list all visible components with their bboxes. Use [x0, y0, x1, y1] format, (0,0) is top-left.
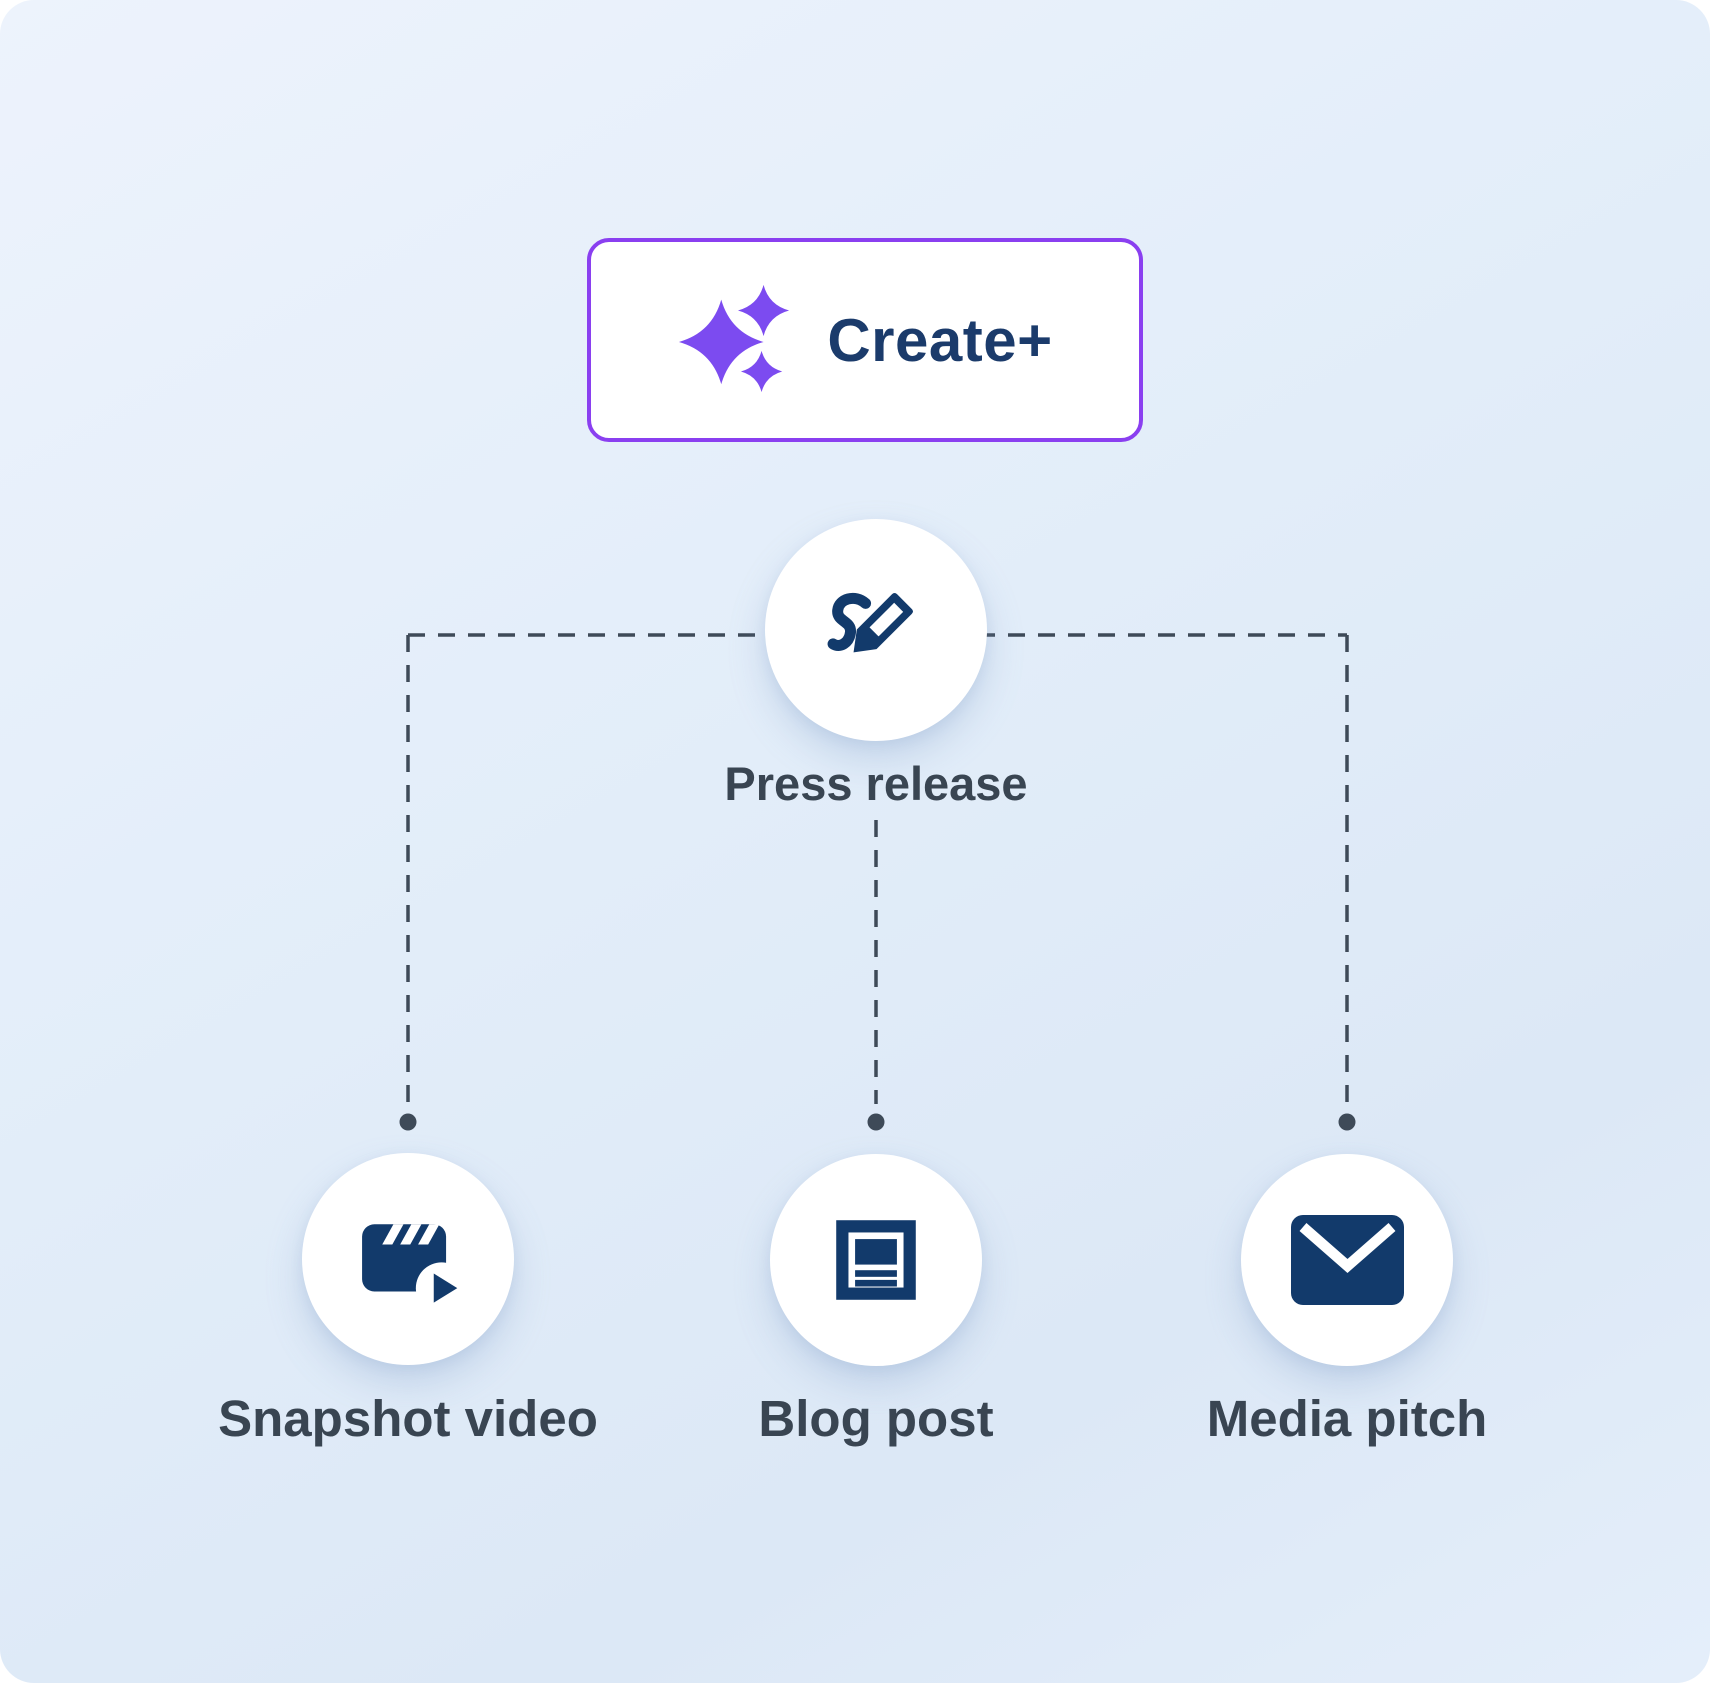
press-release-label: Press release [724, 757, 1028, 810]
connector-dot-center [867, 1113, 885, 1131]
video-clapperboard-play-icon [362, 1224, 464, 1314]
node-press-release [765, 519, 987, 741]
node-snapshot-video [302, 1153, 514, 1365]
sparkles-icon [679, 284, 790, 393]
create-plus-label: Create+ [827, 306, 1053, 374]
create-plus-button[interactable]: Create+ [587, 238, 1143, 442]
blog-post-label: Blog post [758, 1390, 994, 1447]
connector-dot-left [399, 1113, 417, 1131]
signature-pencil-icon [827, 592, 914, 653]
connector-dot-right [1338, 1113, 1356, 1131]
media-pitch-label: Media pitch [1206, 1390, 1488, 1447]
node-media-pitch [1241, 1154, 1453, 1366]
email-envelope-icon [1290, 1215, 1404, 1305]
node-blog-post [770, 1154, 982, 1366]
blog-article-icon [836, 1220, 916, 1300]
snapshot-video-label: Snapshot video [218, 1390, 598, 1447]
